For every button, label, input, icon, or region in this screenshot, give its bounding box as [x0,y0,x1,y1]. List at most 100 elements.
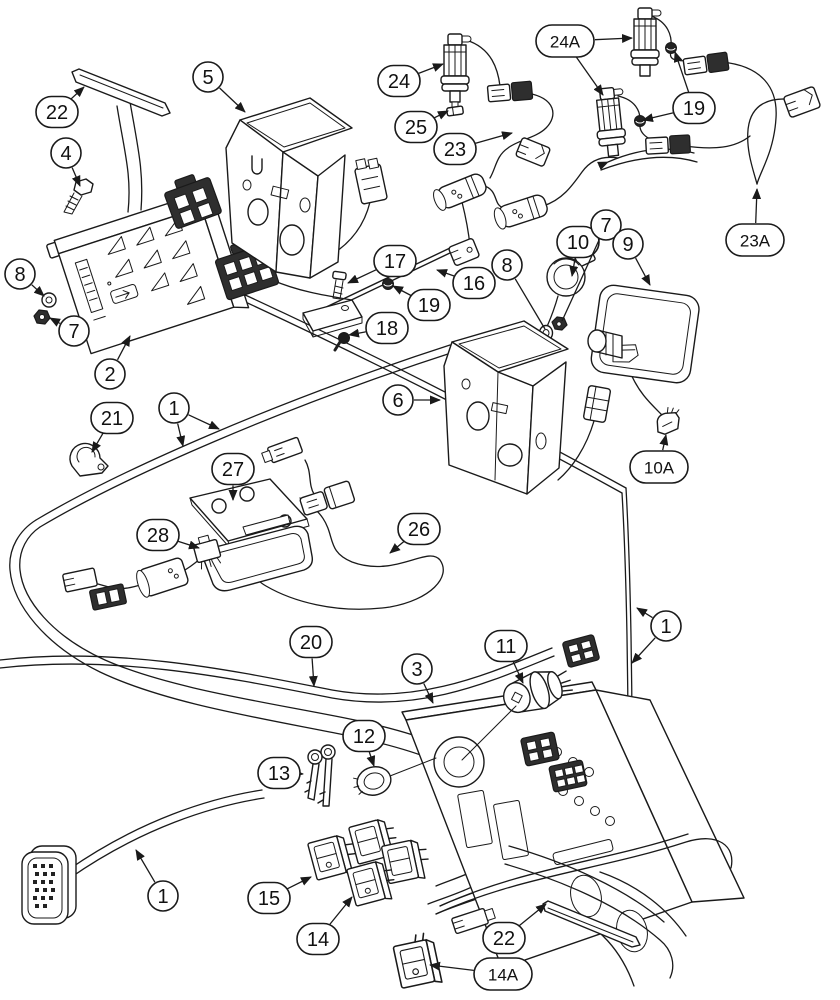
callout-9: 9 [612,228,651,286]
connector-4pin-a [164,174,222,229]
bracket-box-6 [443,320,569,495]
callout-21: 21 [90,401,134,453]
callout-leader [116,335,131,361]
callout-leader [348,328,366,338]
callout-number: 9 [622,234,633,256]
callout-balloon [377,64,421,98]
callout-leader [752,188,762,224]
callout-leader [219,87,246,113]
callout-leader [178,540,200,550]
callout-28: 28 [136,518,200,552]
callout-14: 14 [296,896,353,956]
callout-balloon [556,225,600,259]
callout-number: 27 [222,459,244,481]
callout-number: 7 [600,215,611,237]
pressure-switch-24A-low [595,86,626,158]
bezel-install-line [389,757,437,777]
flasher-switch [354,157,388,205]
callout-number: 23A [740,232,771,251]
callout-2: 2 [94,335,131,390]
nut-7-right [551,316,568,331]
callout-balloon [296,922,340,956]
callout-balloon [473,957,533,991]
callout-number: 5 [202,67,213,89]
pressure-switch-24A-top [630,7,662,77]
callout-balloon [725,223,785,257]
callout-number: 22 [46,102,68,124]
callout-balloon [35,95,79,129]
callout-10A: 10A [629,434,689,484]
callout-number: 14A [488,966,519,985]
callout-leader [418,63,444,75]
callout-number: 20 [300,632,322,654]
callout-number: 28 [147,525,169,547]
callout-number: 10A [644,459,675,478]
callout-number: 10 [567,232,589,254]
callout-leader [392,285,412,297]
connector-ign-3 [548,759,588,793]
callout-leader [575,56,604,96]
callout-balloon [394,110,438,144]
callout-leader [423,683,434,704]
callout-balloon [50,137,82,169]
callout-8a: 8 [4,258,45,297]
callout-22b: 22 [482,903,547,955]
fuse-holder-b [493,194,548,230]
spade-pair-a [486,80,534,103]
callout-leader [475,131,513,144]
callout-balloon [58,315,90,347]
connector-d [89,583,127,611]
callout-14A: 14A [429,957,533,991]
callout-leader [636,607,653,619]
callout-balloon [4,258,36,290]
callout-number: 8 [501,255,512,277]
callout-balloon [482,921,526,955]
fuse-holder-a [433,173,487,211]
callout-balloon [535,24,595,58]
callout-6: 6 [382,384,441,416]
rocker-switch-right [381,839,429,885]
callout-leader [561,239,600,322]
callout-4: 4 [50,137,82,187]
bulb-socket [587,329,623,359]
callout-number: 24A [550,33,581,52]
callout-19b: 19 [392,285,451,322]
callout-balloon [433,132,477,166]
callout-19a: 19 [642,51,716,125]
callout-leader [308,658,318,687]
callout-7a: 7 [49,315,90,347]
connector-below-box6 [582,385,612,423]
callout-number: 15 [258,888,280,910]
callout-balloon [401,653,433,685]
callout-26: 26 [389,512,441,554]
callout-number: 1 [157,886,168,908]
callout-number: 6 [392,390,403,412]
callout-leader [328,896,353,926]
callout-leader [31,284,45,297]
bulkhead-connector-1 [21,845,77,925]
callout-25: 25 [394,110,449,144]
connector-c [62,567,98,593]
callout-leader [49,317,61,327]
callout-leader [635,257,651,286]
callout-number: 1 [168,398,179,420]
callout-leader [91,432,104,453]
callout-number: 19 [683,98,705,120]
callout-balloon [289,625,333,659]
callout-balloon [247,881,291,915]
callout-number: 25 [405,117,427,139]
callout-leader [594,33,633,43]
callout-number: 16 [463,273,485,295]
callout-balloon [397,512,441,546]
callout-5: 5 [192,61,246,113]
screw-18 [333,332,350,352]
callout-number: 11 [496,636,517,658]
callout-balloon [382,384,414,416]
plate-18 [302,299,363,338]
callout-number: 17 [384,251,406,273]
ignition-switch-11 [502,670,573,714]
callout-1a: 1 [158,392,220,447]
callout-balloon [629,450,689,484]
callout-number: 3 [411,659,422,681]
